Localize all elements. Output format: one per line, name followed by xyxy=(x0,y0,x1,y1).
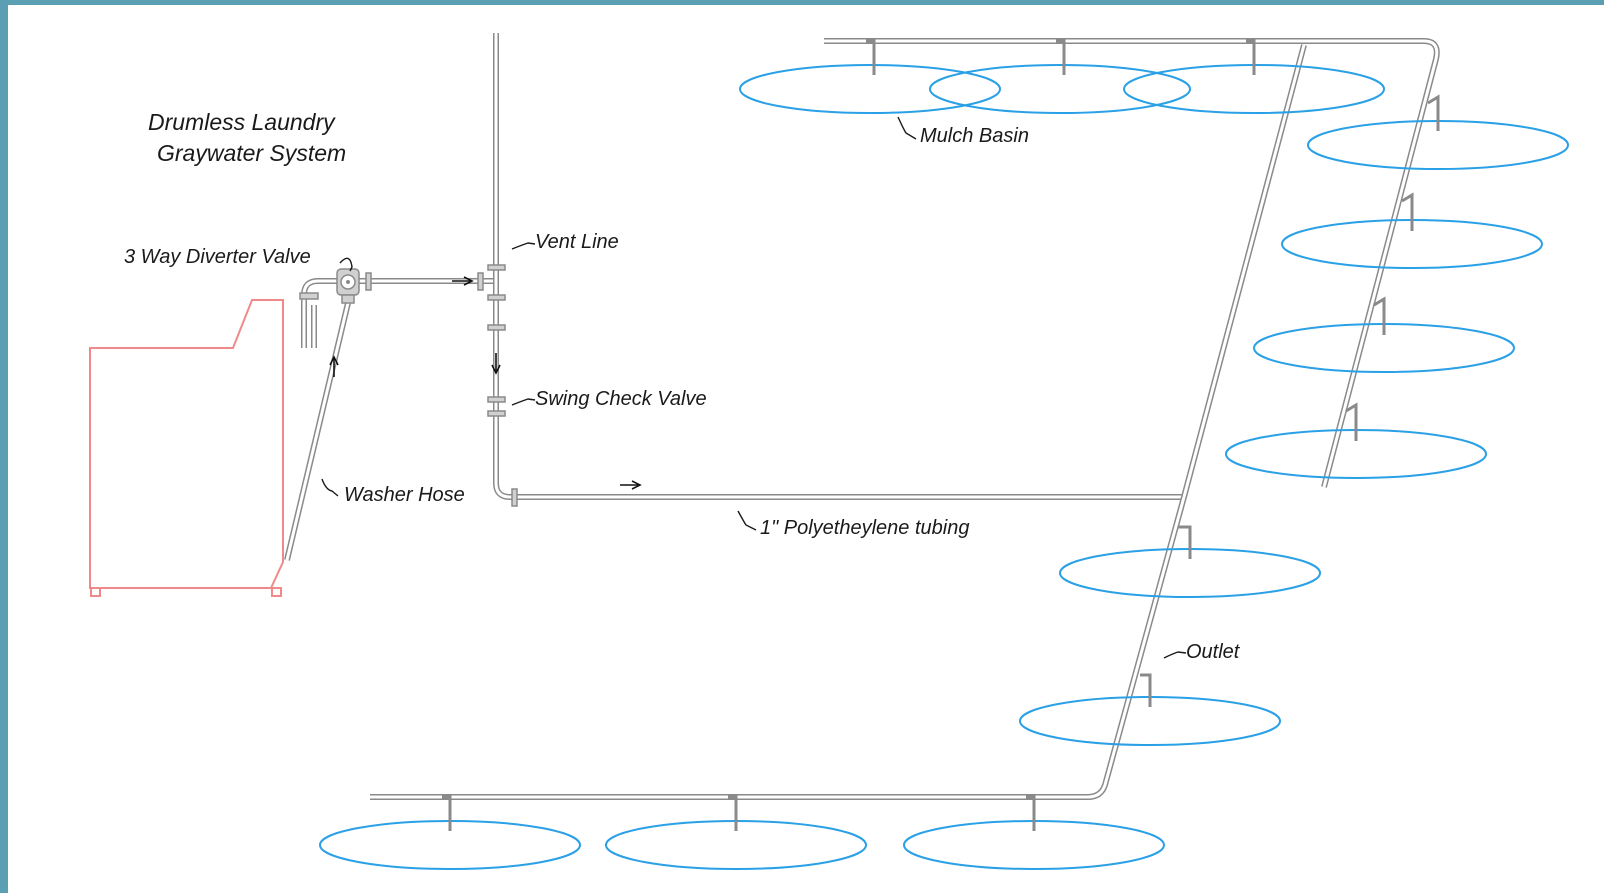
diverter-valve-leader xyxy=(339,257,353,272)
basin-outlet xyxy=(442,795,452,831)
lower-distribution-pipe xyxy=(370,496,1187,800)
basin-outlet xyxy=(1140,673,1152,707)
pipe-coupling xyxy=(487,294,506,301)
mulch-basins-lower xyxy=(1019,525,1321,746)
swing-check-valve-label: Swing Check Valve xyxy=(535,388,707,410)
basin-outlet xyxy=(1427,94,1440,131)
pipe-coupling xyxy=(299,292,319,300)
washer-hose-label: Washer Hose xyxy=(344,484,465,506)
outlet-label: Outlet xyxy=(1186,641,1241,663)
washing-machine xyxy=(89,299,284,597)
diagram-frame: Drumless Laundry Graywater System xyxy=(8,5,1604,893)
upper-distribution-pipe xyxy=(824,38,1440,498)
title-line-2: Graywater System xyxy=(157,140,346,166)
pipe-coupling xyxy=(477,272,484,291)
title-line-1: Drumless Laundry xyxy=(148,109,336,135)
mulch-basins-bottom xyxy=(319,795,1165,870)
basin-outlet xyxy=(1373,296,1386,335)
mulch-basins-right xyxy=(1225,94,1569,479)
mulch-basin-leader xyxy=(897,116,917,140)
basin-outlet xyxy=(728,795,738,831)
pipe-coupling xyxy=(511,488,518,507)
outlet-leader xyxy=(1163,651,1187,659)
pipe-coupling xyxy=(487,264,506,271)
basin-outlet xyxy=(1401,192,1414,231)
check-valve-coupling xyxy=(487,396,506,403)
basin-outlet xyxy=(1056,39,1066,75)
mulch-basin xyxy=(739,64,1001,114)
check-valve-coupling xyxy=(487,410,506,417)
washer-hose xyxy=(284,302,351,561)
basin-outlet xyxy=(1026,795,1036,831)
vent-line-label: Vent Line xyxy=(535,231,619,253)
tubing-leader xyxy=(737,510,757,531)
graywater-diagram: Drumless Laundry Graywater System xyxy=(89,33,1569,870)
pipe-coupling xyxy=(365,272,372,291)
mulch-basins-top xyxy=(739,39,1385,114)
basin-outlet xyxy=(1345,402,1358,441)
diverter-valve xyxy=(336,268,360,304)
mulch-basin-label: Mulch Basin xyxy=(920,125,1029,147)
basin-outlet xyxy=(1246,39,1256,75)
vent-line-pipe xyxy=(493,33,1184,500)
basin-outlet xyxy=(1178,525,1192,559)
pipe-coupling xyxy=(487,324,506,331)
mulch-basin xyxy=(929,64,1191,114)
basin-outlet xyxy=(866,39,876,75)
vent-line-leader xyxy=(511,242,536,250)
diverter-valve-label: 3 Way Diverter Valve xyxy=(124,246,311,268)
tubing-label: 1" Polyetheylene tubing xyxy=(760,517,969,539)
swing-check-valve-leader xyxy=(511,398,536,406)
washer-hose-leader xyxy=(321,478,339,497)
